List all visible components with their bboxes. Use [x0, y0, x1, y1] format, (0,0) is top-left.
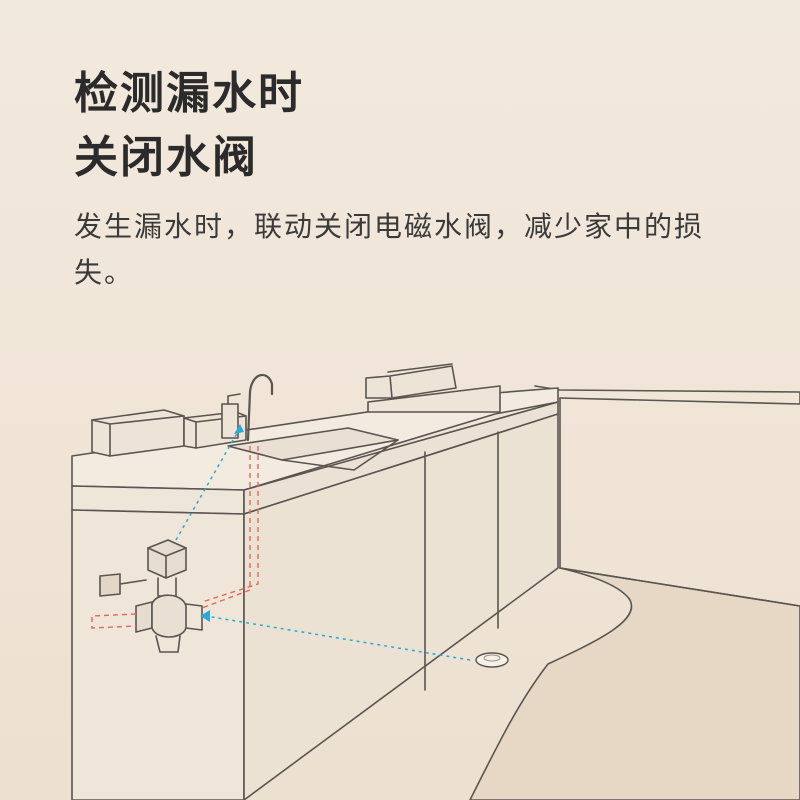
kitchen-floor	[469, 567, 800, 800]
soap-dispenser-icon	[221, 403, 239, 439]
back-counter	[534, 385, 800, 405]
wall-switch-icon	[99, 573, 121, 597]
signal-line-sensor	[205, 615, 471, 661]
headline-line-2: 关闭水阀	[74, 132, 258, 183]
signal-line-faucet	[175, 427, 241, 541]
solenoid-valve-icon	[135, 539, 203, 653]
description-text: 发生漏水时，联动关闭电磁水阀，减少家中的损失。	[74, 210, 705, 289]
water-leak-sensor-icon	[475, 652, 509, 668]
headline-line-1: 检测漏水时	[74, 68, 304, 119]
headline: 检测漏水时 关闭水阀	[74, 62, 304, 190]
faucet-icon	[246, 374, 274, 442]
water-pipe-path	[201, 446, 259, 603]
cabinet-front	[243, 413, 559, 800]
